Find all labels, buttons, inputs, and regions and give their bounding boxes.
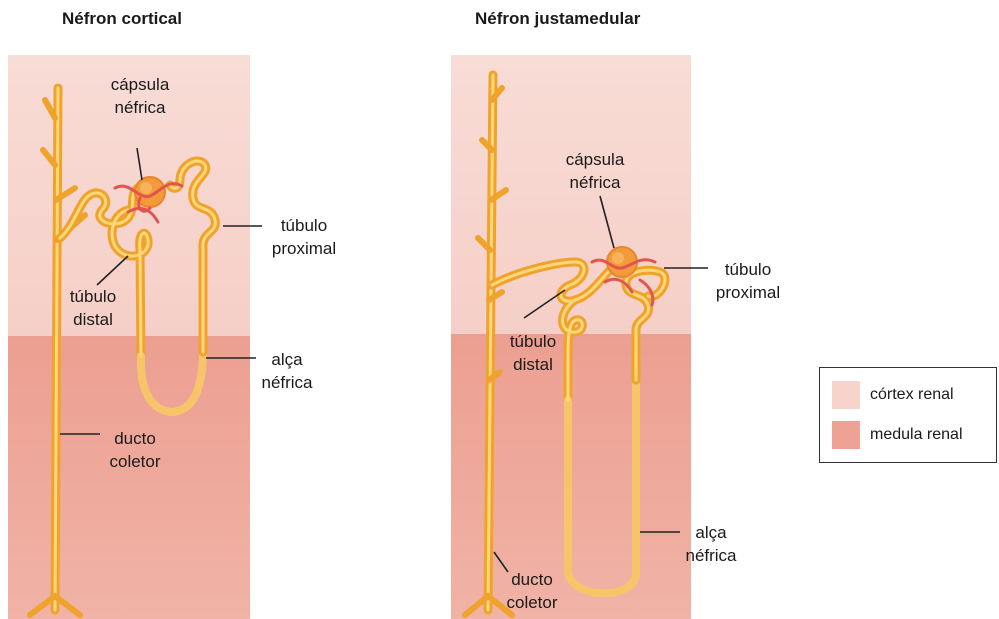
label-juxta-loop: alça néfrica <box>680 521 742 567</box>
legend-label-cortex: córtex renal <box>870 386 954 404</box>
cortical-medulla-region <box>8 336 250 619</box>
label-juxta-distal-tubule: túbulo distal <box>498 330 568 376</box>
legend-swatch-cortex <box>832 381 860 409</box>
legend-item-medulla: medula renal <box>832 420 963 450</box>
title-juxtamedullary-nephron: Néfron justamedular <box>475 9 640 29</box>
legend-swatch-medulla <box>832 421 860 449</box>
label-cortical-distal-tubule: túbulo distal <box>58 285 128 331</box>
label-juxta-capsule: cápsula néfrica <box>555 148 635 194</box>
label-juxta-proximal-tubule: túbulo proximal <box>706 258 790 304</box>
label-cortical-collecting-duct: ducto coletor <box>100 427 170 473</box>
legend: córtex renal medula renal <box>819 367 997 463</box>
label-cortical-loop: alça néfrica <box>256 348 318 394</box>
label-cortical-capsule: cápsula néfrica <box>100 73 180 119</box>
title-cortical-nephron: Néfron cortical <box>62 9 182 29</box>
legend-label-medulla: medula renal <box>870 426 963 444</box>
legend-item-cortex: córtex renal <box>832 380 954 410</box>
label-juxta-collecting-duct: ducto coletor <box>497 568 567 614</box>
label-cortical-proximal-tubule: túbulo proximal <box>262 214 346 260</box>
